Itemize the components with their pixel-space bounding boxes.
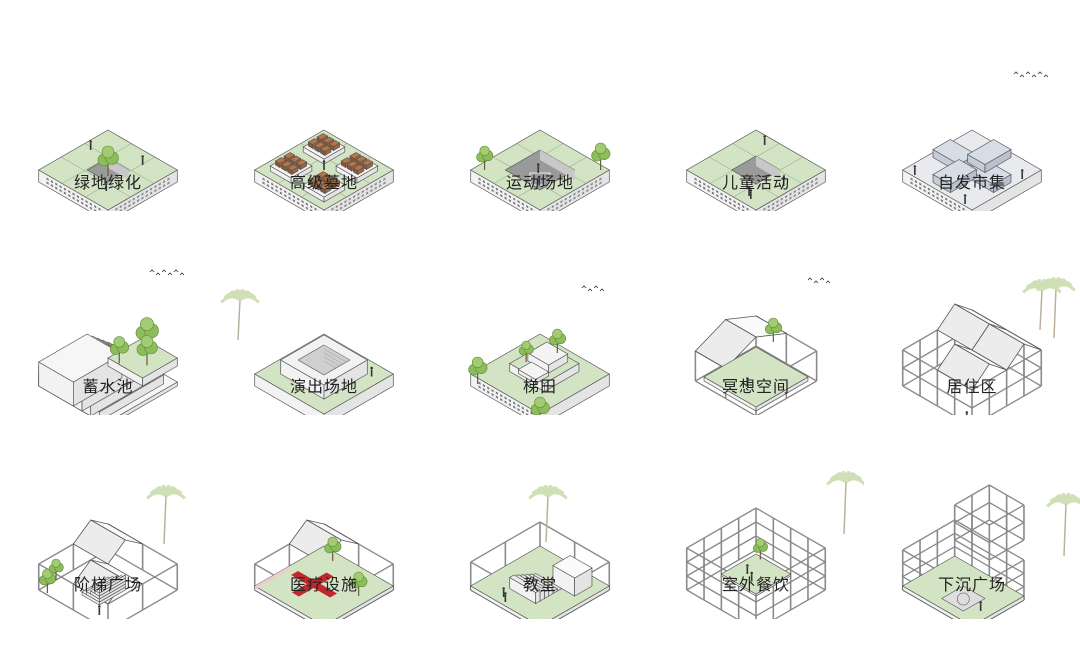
diagram-cell: 儿童活动: [648, 36, 864, 248]
diagram-label: 阶梯广场: [73, 575, 142, 594]
diagram-cell: 梯田: [432, 240, 648, 452]
diagram-label: 自发市集: [937, 173, 1006, 192]
market-canopy-icon: [902, 71, 1049, 211]
stepped-plaza-icon: [37, 484, 186, 619]
diagram-cell: 自发市集: [864, 36, 1080, 248]
diagram-cell: 蓄水池: [0, 240, 216, 452]
medical-facility-icon: [253, 519, 395, 619]
diagram-label: 蓄水池: [82, 377, 134, 396]
sports-court-icon: [470, 129, 611, 211]
diagram-label: 运动场地: [505, 173, 574, 192]
diagram-cell: 运动场地: [432, 36, 648, 248]
diagram-label: 下沉广场: [937, 575, 1006, 594]
diagram-cell: 医疗设施: [216, 444, 432, 656]
diagram-cell: 阶梯广场: [0, 444, 216, 656]
playground-icon: [686, 129, 826, 211]
diagram-cell: 绿地绿化: [0, 36, 216, 248]
cemetery-plots-icon: [254, 129, 394, 211]
terrace-field-icon: [468, 285, 610, 415]
diagram-label: 医疗设施: [289, 575, 358, 594]
diagram-cell: 下沉广场: [864, 444, 1080, 656]
green-square-plaza-icon: [38, 129, 178, 211]
diagram-label: 演出场地: [289, 377, 358, 396]
meditation-pavilion-icon: [694, 277, 831, 415]
diagram-label: 居住区: [946, 377, 998, 396]
diagram-cell: 教堂: [432, 444, 648, 656]
amphitheater-icon: [220, 288, 394, 415]
diagram-cell: 室外餐饮: [648, 444, 864, 656]
diagram-cell: 高级墓地: [216, 36, 432, 248]
residential-frame-icon: [901, 276, 1076, 415]
diagram-grid: 绿地绿化 高级墓地 运动场地 儿童活动 自发市集蓄水池 演出场地 梯田 冥想空间 居住区阶梯广场…: [0, 36, 1080, 619]
diagram-label: 高级墓地: [289, 173, 358, 192]
outdoor-dining-frame-icon: [685, 470, 864, 619]
diagram-cell: 冥想空间: [648, 240, 864, 452]
diagram-cell: 居住区: [864, 240, 1080, 452]
diagram-label: 梯田: [522, 377, 557, 396]
sunken-plaza-tower-icon: [901, 484, 1080, 619]
diagram-label: 儿童活动: [721, 173, 790, 192]
diagram-label: 室外餐饮: [721, 575, 790, 594]
stepped-reservoir-icon: [38, 269, 185, 415]
church-icon: [469, 484, 611, 619]
diagram-cell: 演出场地: [216, 240, 432, 452]
diagram-label: 绿地绿化: [73, 173, 142, 192]
diagram-label: 教堂: [522, 575, 557, 594]
diagram-label: 冥想空间: [721, 377, 790, 396]
